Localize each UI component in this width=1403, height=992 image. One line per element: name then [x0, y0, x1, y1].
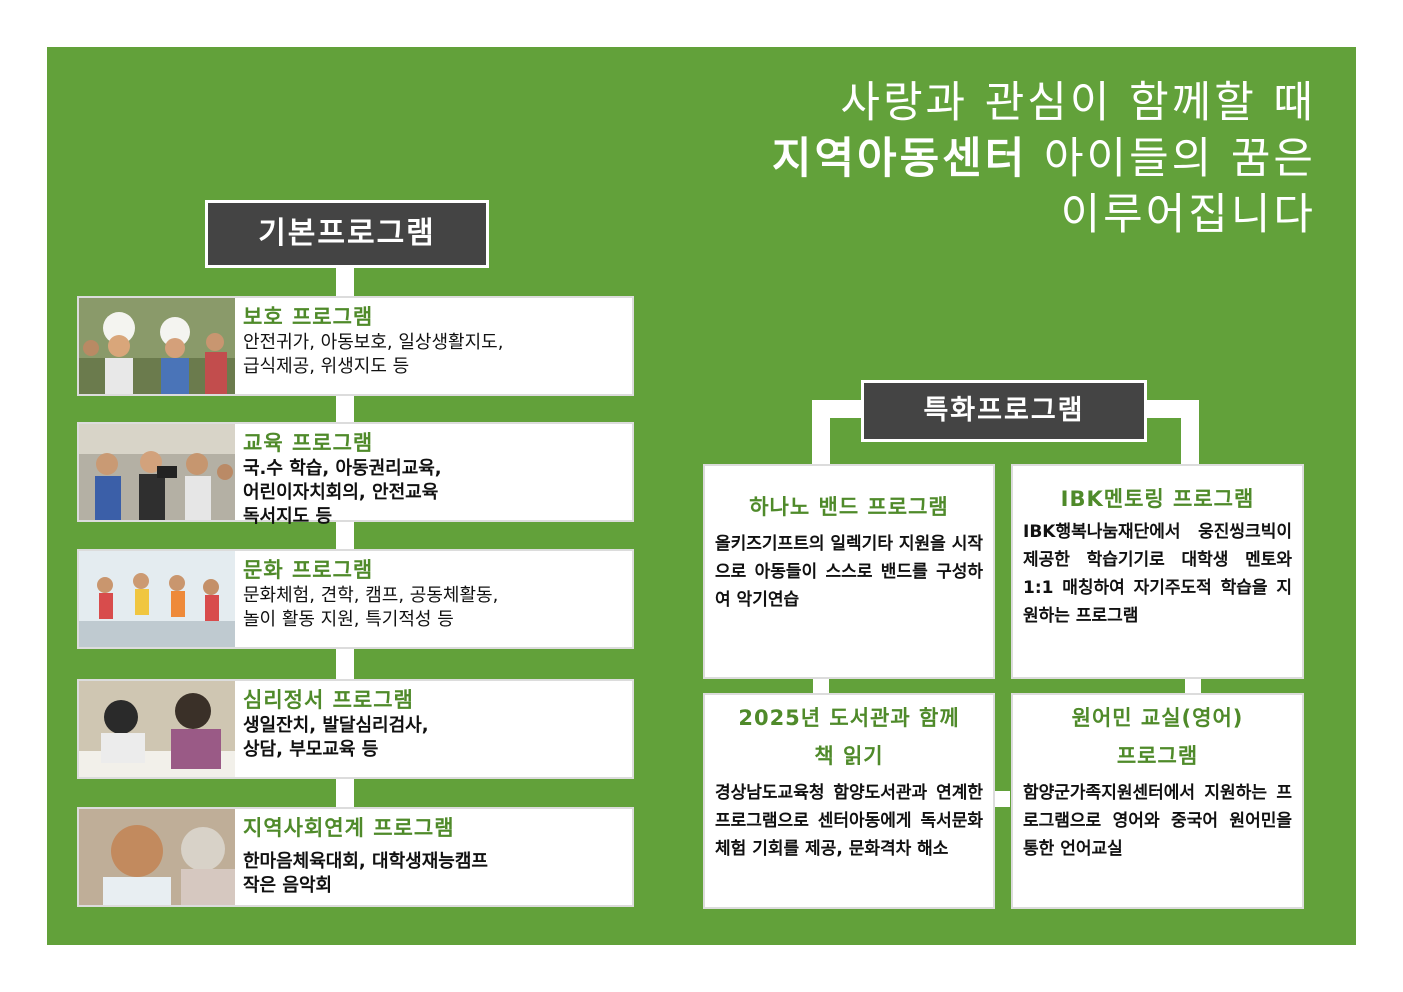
special-card-description: 함양군가족지원센터에서 지원하는 프로그램으로 영어와 중국어 원어민을 통한 …	[1023, 783, 1292, 859]
headline-line-3: 이루어집니다	[1060, 190, 1316, 240]
headline-center-name: 지역아동센터	[771, 134, 1028, 184]
card-title: 심리정서 프로그램	[243, 688, 414, 712]
card-description: 생일잔치, 발달심리검사, 상담, 부모교육 등	[243, 715, 429, 760]
special-card-description: IBK행복나눔재단에서 웅진씽크빅이 제공한 학습기기로 대학생 멘토와 1:1…	[1023, 522, 1292, 626]
card-title: 교육 프로그램	[243, 431, 374, 455]
headline-line-2-rest: 아이들의 꿈은	[1027, 134, 1316, 184]
basic-card-culture: 문화 프로그램 문화체험, 견학, 캠프, 공동체활동, 놀이 활동 지원, 특…	[77, 549, 634, 649]
card-title: 지역사회연계 프로그램	[243, 816, 455, 840]
basic-card-text: 교육 프로그램 국.수 학습, 아동권리교육, 어린이자치회의, 안전교육 독서…	[243, 430, 624, 529]
special-card-title: 원어민 교실(영어) 프로그램	[1071, 706, 1244, 768]
special-link-middle	[994, 791, 1010, 807]
basic-card-text: 보호 프로그램 안전귀가, 아동보호, 일상생활지도, 급식제공, 위생지도 등	[243, 304, 624, 379]
basic-card-emotional: 심리정서 프로그램 생일잔치, 발달심리검사, 상담, 부모교육 등	[77, 679, 634, 779]
headline-line-1: 사랑과 관심이 함께할 때	[840, 78, 1316, 128]
basic-connector	[336, 268, 354, 808]
basic-card-text: 지역사회연계 프로그램 한마음체육대회, 대학생재능캠프 작은 음악회	[243, 815, 624, 898]
card-description: 한마음체육대회, 대학생재능캠프 작은 음악회	[243, 851, 488, 896]
photo-children-beach	[79, 551, 235, 647]
special-card-ibk-mentoring: IBK멘토링 프로그램 IBK행복나눔재단에서 웅진씽크빅이 제공한 학습기기로…	[1011, 464, 1304, 679]
card-description: 국.수 학습, 아동권리교육, 어린이자치회의, 안전교육 독서지도 등	[243, 458, 442, 527]
basic-card-text: 문화 프로그램 문화체험, 견학, 캠프, 공동체활동, 놀이 활동 지원, 특…	[243, 557, 624, 632]
basic-card-protection: 보호 프로그램 안전귀가, 아동보호, 일상생활지도, 급식제공, 위생지도 등	[77, 296, 634, 396]
special-card-title: 2025년 도서관과 함께 책 읽기	[738, 706, 960, 768]
special-card-title: 하나노 밴드 프로그램	[749, 495, 949, 519]
special-card-description: 경상남도교육청 함양도서관과 연계한 프로그램으로 센터아동에게 독서문화체험 …	[715, 783, 983, 859]
photo-children-camera	[79, 424, 235, 520]
special-card-library-reading: 2025년 도서관과 함께 책 읽기 경상남도교육청 함양도서관과 연계한 프로…	[703, 693, 995, 909]
special-card-band: 하나노 밴드 프로그램 올키즈기프트의 일렉기타 지원을 시작으로 아동들이 스…	[703, 464, 995, 679]
special-card-native-teacher: 원어민 교실(영어) 프로그램 함양군가족지원센터에서 지원하는 프로그램으로 …	[1011, 693, 1304, 909]
photo-child-studying	[79, 681, 235, 777]
basic-card-education: 교육 프로그램 국.수 학습, 아동권리교육, 어린이자치회의, 안전교육 독서…	[77, 422, 634, 527]
photo-children-cooking	[79, 298, 235, 394]
special-link-right	[1185, 677, 1201, 695]
special-link-left	[813, 677, 829, 695]
card-description: 문화체험, 견학, 캠프, 공동체활동, 놀이 활동 지원, 특기적성 등	[243, 585, 499, 630]
headline: 사랑과 관심이 함께할 때 지역아동센터 아이들의 꿈은 이루어집니다	[616, 75, 1316, 243]
special-card-title: IBK멘토링 프로그램	[1060, 487, 1255, 511]
headline-line-2: 지역아동센터 아이들의 꿈은	[616, 131, 1316, 187]
special-card-description: 올키즈기프트의 일렉기타 지원을 시작으로 아동들이 스스로 밴드를 구성하여 …	[715, 534, 983, 610]
card-title: 문화 프로그램	[243, 558, 374, 582]
photo-boy-with-grandmother	[79, 809, 235, 905]
card-description: 안전귀가, 아동보호, 일상생활지도, 급식제공, 위생지도 등	[243, 332, 504, 377]
basic-card-community: 지역사회연계 프로그램 한마음체육대회, 대학생재능캠프 작은 음악회	[77, 807, 634, 907]
basic-program-label: 기본프로그램	[205, 200, 489, 268]
special-bracket-right-down	[1181, 400, 1199, 468]
special-bracket-left-down	[812, 400, 830, 468]
special-program-label: 특화프로그램	[861, 380, 1147, 442]
card-title: 보호 프로그램	[243, 305, 374, 329]
basic-card-text: 심리정서 프로그램 생일잔치, 발달심리검사, 상담, 부모교육 등	[243, 687, 624, 762]
poster-panel: 사랑과 관심이 함께할 때 지역아동센터 아이들의 꿈은 이루어집니다 기본프로…	[47, 47, 1356, 945]
